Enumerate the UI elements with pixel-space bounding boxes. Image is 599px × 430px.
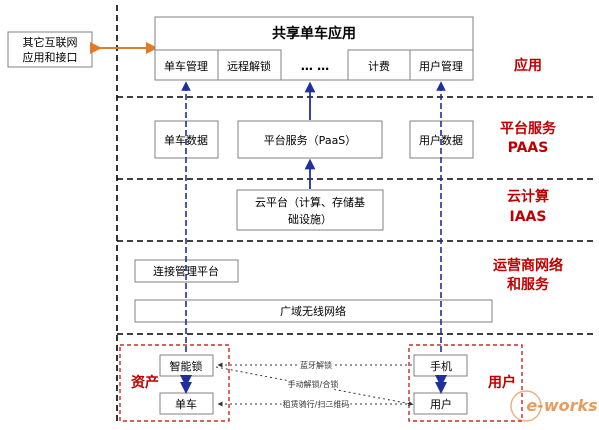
assets-group (119, 344, 230, 422)
wireless-network-box (134, 299, 493, 323)
module-ellipsis-label: … … (301, 59, 329, 73)
cloud-platform-box (236, 189, 384, 231)
layer-label-cloud-1: 云计算 (507, 188, 549, 205)
layer-label-platform-2: PAAS (508, 140, 549, 156)
users-group (408, 344, 523, 422)
layer-label-cloud-2: IAAS (510, 209, 547, 225)
module-user-mgmt (409, 49, 474, 81)
phone-label: 手机 (430, 359, 452, 373)
module-user-mgmt-label: 用户管理 (419, 59, 463, 73)
module-bike-mgmt-label: 单车管理 (164, 59, 208, 73)
user-label: 用户 (430, 397, 452, 411)
module-bike-mgmt (154, 49, 219, 81)
module-remote-unlock-label: 远程解锁 (227, 59, 271, 73)
layer-label-platform-1: 平台服务 (500, 120, 557, 137)
smart-lock-label: 智能锁 (170, 359, 203, 373)
cloud-platform-line1: 云平台（计算、存储基 (255, 195, 365, 209)
layer-label-carrier-1: 运营商网络 (493, 257, 563, 274)
wireless-network-label: 广域无线网络 (280, 304, 346, 318)
layer-label-application: 应用 (514, 57, 542, 74)
manual-lock-link-label: 手动解锁/合锁 (288, 379, 339, 389)
paas-label: 平台服务（PaaS） (264, 133, 357, 147)
manual-lock-link (215, 366, 414, 406)
rent-link-label: 租赁骑行/扫二维码 (283, 399, 350, 409)
assets-title: 资产 (131, 374, 159, 391)
external-apps-line1: 其它互联网 (23, 35, 78, 49)
users-title: 用户 (488, 374, 516, 391)
module-billing-label: 计费 (368, 60, 390, 73)
external-apps-line2: 应用和接口 (23, 50, 78, 64)
cloud-platform-line2: 础设施） (288, 213, 332, 226)
watermark-text: e-works (526, 396, 597, 415)
eworks-watermark: e-works (510, 390, 598, 422)
paas-box (237, 120, 383, 159)
bluetooth-link-label: 蓝牙解锁 (300, 360, 332, 370)
module-remote-unlock (217, 49, 282, 81)
layer-label-carrier-2: 和服务 (507, 276, 550, 293)
bike-label: 单车 (175, 397, 197, 411)
app-title: 共享单车应用 (272, 25, 356, 42)
